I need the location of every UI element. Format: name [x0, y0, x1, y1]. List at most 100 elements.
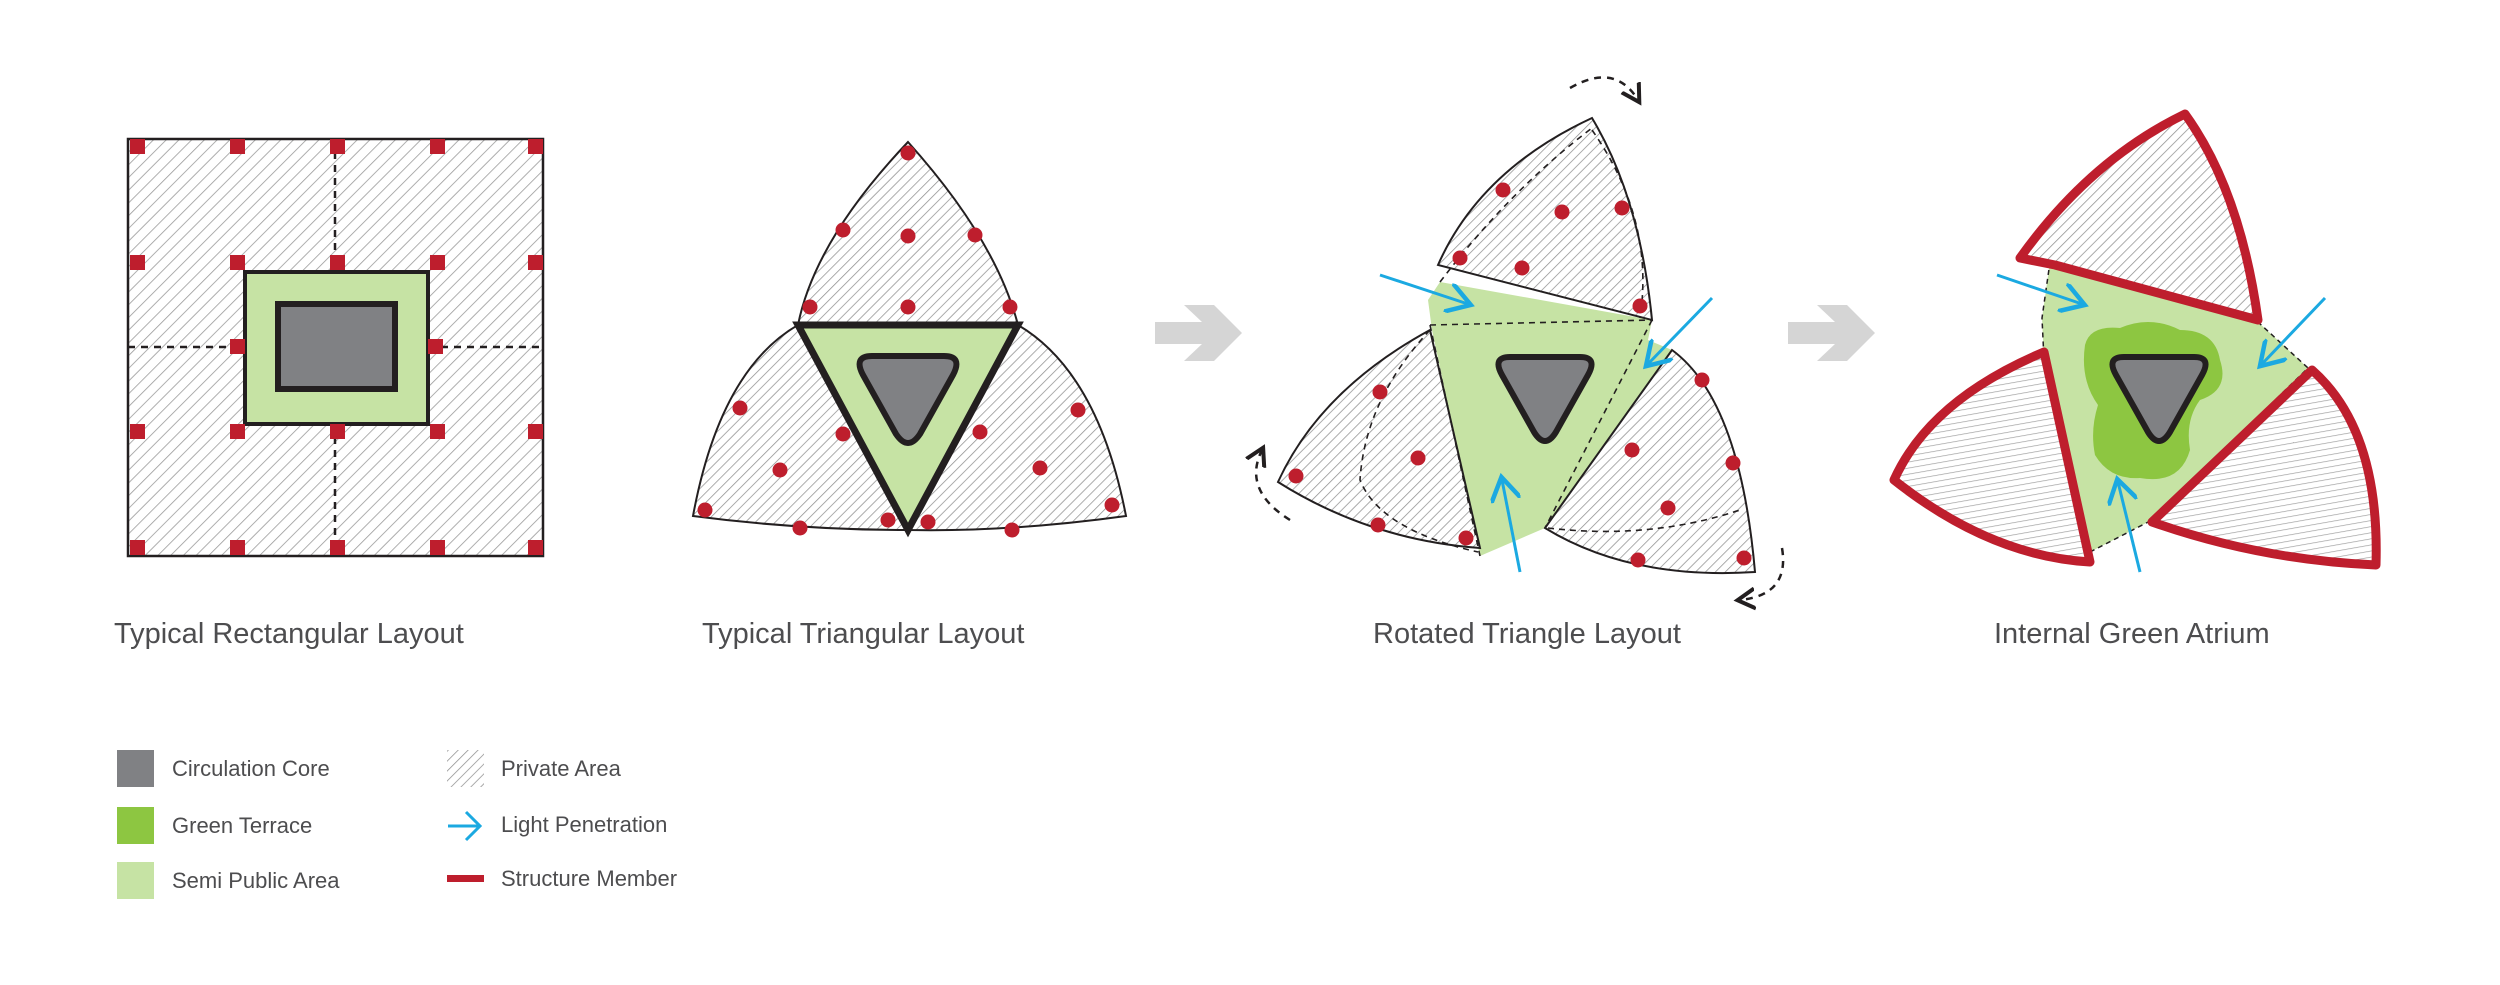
- circulation-core: [856, 353, 960, 446]
- legend-swatch-private-area: [447, 750, 484, 787]
- structure-column: [835, 222, 851, 238]
- structure-column: [697, 502, 713, 518]
- caption-internal-green-atrium: Internal Green Atrium: [1994, 618, 2270, 650]
- structure-column: [330, 424, 345, 439]
- structure-column: [1288, 468, 1304, 484]
- panel-triangular-layout: [691, 140, 1128, 538]
- circulation-core: [275, 301, 398, 392]
- private-wing-top: [2015, 109, 2263, 325]
- transition-arrow-2: [1788, 305, 1875, 361]
- structure-column: [835, 426, 851, 442]
- structure-column: [230, 424, 245, 439]
- structure-column: [1372, 384, 1388, 400]
- structure-column: [900, 228, 916, 244]
- legend-label-green-terrace: Green Terrace: [172, 813, 313, 838]
- structure-column: [1002, 299, 1018, 315]
- structure-column: [732, 400, 748, 416]
- structure-column: [1660, 500, 1676, 516]
- structure-column: [1458, 530, 1474, 546]
- structure-column: [430, 255, 445, 270]
- legend-swatch-semi-public: [117, 862, 154, 899]
- structure-column: [528, 139, 543, 154]
- overlap-lines: [1359, 127, 1741, 557]
- structure-column: [1410, 450, 1426, 466]
- structure-column: [428, 339, 443, 354]
- structure-column: [230, 339, 245, 354]
- structure-column: [772, 462, 788, 478]
- structure-column: [1630, 552, 1646, 568]
- legend-label-private-area: Private Area: [501, 756, 621, 781]
- structure-column: [1624, 442, 1640, 458]
- circulation-core: [2109, 354, 2209, 444]
- transition-arrow-1: [1155, 305, 1242, 361]
- private-wing-right: [906, 323, 1128, 532]
- structure-column: [528, 540, 543, 555]
- legend-swatch-green-terrace: [117, 807, 154, 844]
- structure-column: [130, 424, 145, 439]
- legend-light-arrow-icon: [448, 810, 483, 842]
- structure-column: [130, 255, 145, 270]
- structure-column: [1070, 402, 1086, 418]
- private-wing-left: [691, 323, 910, 532]
- structure-column: [1370, 517, 1386, 533]
- structure-column: [972, 424, 988, 440]
- structure-column: [230, 255, 245, 270]
- private-wing-left: [1889, 347, 2095, 567]
- panel-internal-green-atrium: [1889, 109, 2381, 573]
- structure-columns: [1288, 182, 1752, 568]
- structure-column: [1514, 260, 1530, 276]
- structure-column: [130, 139, 145, 154]
- structure-column: [802, 299, 818, 315]
- structure-column: [880, 512, 896, 528]
- structure-column: [430, 540, 445, 555]
- structure-column: [792, 520, 808, 536]
- partition-lines: [128, 139, 543, 556]
- circulation-core: [1495, 354, 1595, 444]
- structure-column: [1554, 204, 1570, 220]
- structure-column: [920, 514, 936, 530]
- structure-column: [1004, 522, 1020, 538]
- structure-column: [528, 424, 543, 439]
- private-wing-left: [1276, 328, 1482, 550]
- structure-column: [430, 139, 445, 154]
- private-wing-top: [1436, 116, 1654, 322]
- light-penetration-arrows: [1379, 273, 1714, 573]
- structure-column: [130, 540, 145, 555]
- structure-column: [330, 540, 345, 555]
- structure-columns: [697, 145, 1120, 538]
- caption-triangular-layout: Typical Triangular Layout: [702, 618, 1025, 650]
- structure-columns: [130, 139, 543, 555]
- legend-label-semi-public-area: Semi Public Area: [172, 868, 340, 893]
- structure-column: [430, 424, 445, 439]
- panel-rotated-triangle-layout: [1256, 76, 1785, 600]
- structure-column: [1694, 372, 1710, 388]
- caption-rectangular-layout: Typical Rectangular Layout: [114, 618, 464, 650]
- structure-column: [900, 299, 916, 315]
- legend-label-structure-member: Structure Member: [501, 866, 678, 891]
- light-penetration-arrows: [1996, 273, 2327, 573]
- legend-label-light-penetration: Light Penetration: [501, 812, 668, 837]
- panel-rectangular-layout: [126, 137, 545, 558]
- legend-label-circulation-core: Circulation Core: [172, 756, 330, 781]
- structure-column: [900, 145, 916, 161]
- legend-swatch-circulation-core: [117, 750, 154, 787]
- rotation-arrows: [1256, 76, 1785, 600]
- structure-column: [1614, 200, 1630, 216]
- structure-column: [1725, 455, 1741, 471]
- structure-column: [230, 139, 245, 154]
- structure-column: [1736, 550, 1752, 566]
- structure-column: [1632, 298, 1648, 314]
- private-wing-right: [2147, 365, 2381, 570]
- structure-column: [1032, 460, 1048, 476]
- caption-rotated-triangle-layout: Rotated Triangle Layout: [1373, 618, 1681, 650]
- structure-column: [967, 227, 983, 243]
- structure-column: [330, 139, 345, 154]
- structure-column: [1495, 182, 1511, 198]
- structure-column: [1452, 250, 1468, 266]
- structure-column: [230, 540, 245, 555]
- structure-column: [1104, 497, 1120, 513]
- structure-column: [330, 255, 345, 270]
- legend-structure-line: [447, 875, 484, 882]
- structure-column: [528, 255, 543, 270]
